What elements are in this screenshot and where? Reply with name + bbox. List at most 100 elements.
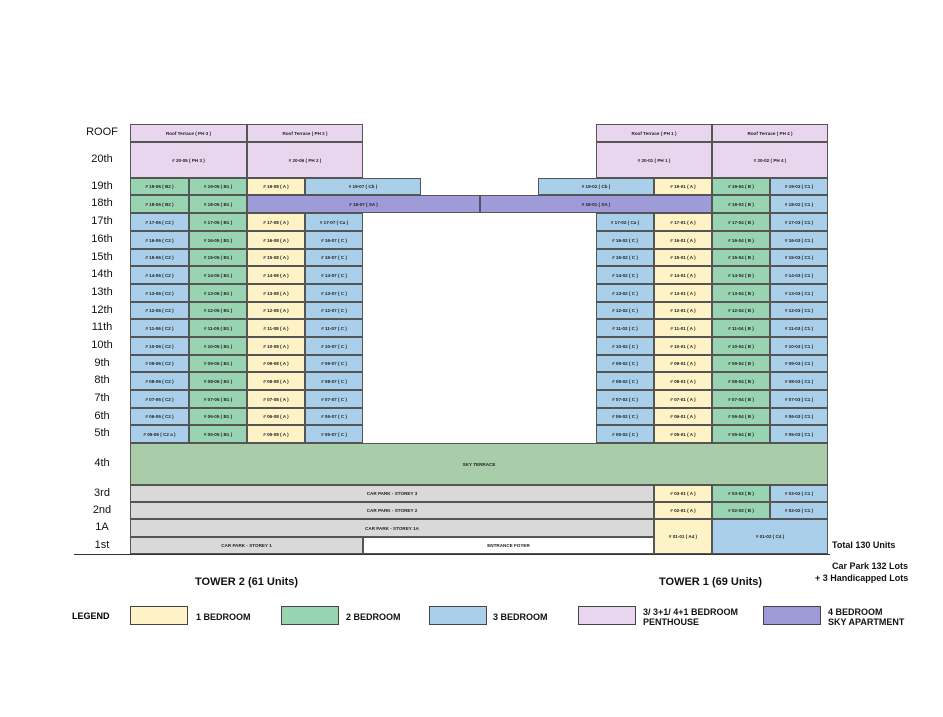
floor-label: 4th xyxy=(94,457,110,469)
unit-cell: # 15-02 ( C ) xyxy=(596,249,654,266)
unit-cell: # 14-02 ( C ) xyxy=(596,266,654,284)
unit-cell: # 08-05 ( B1 ) xyxy=(189,372,247,390)
unit-cell: # 17-05 ( B1 ) xyxy=(189,213,247,231)
legend-swatch xyxy=(578,606,636,625)
sky-apartment-unit: # 18-07 ( SA ) xyxy=(247,195,480,213)
unit-cell: # 15-05 ( B1 ) xyxy=(189,249,247,266)
unit-cell: # 07-06 ( C2 ) xyxy=(130,390,189,408)
penthouse-unit: # 20-01 ( PH 1 ) xyxy=(596,142,712,178)
unit-cell: # 05-01 ( A ) xyxy=(654,425,712,443)
unit-cell: # 08-08 ( A ) xyxy=(247,372,305,390)
floor-label: 1st xyxy=(94,538,110,551)
unit-cell: # 02-01 ( A ) xyxy=(654,502,712,519)
unit-cell: # 16-01 ( A ) xyxy=(654,231,712,249)
unit-cell: # 07-07 ( C ) xyxy=(305,390,363,408)
car-park-storey: CAR PARK - STOREY 2 xyxy=(130,502,654,519)
unit-cell: # 16-06 ( C2 ) xyxy=(130,231,189,249)
unit-cell: # 09-06 ( C2 ) xyxy=(130,355,189,372)
unit-cell: # 07-03 ( C1 ) xyxy=(770,390,828,408)
unit-cell: # 01-01 ( A4 ) xyxy=(654,519,712,554)
floor-label: 7th xyxy=(94,392,110,404)
unit-cell: # 16-04 ( B ) xyxy=(712,231,770,249)
floor-label: ROOF xyxy=(86,126,118,138)
floor-label: 12th xyxy=(91,303,113,316)
unit-cell: # 12-01 ( A ) xyxy=(654,302,712,319)
unit-cell: # 07-08 ( A ) xyxy=(247,390,305,408)
unit-cell: # 10-03 ( C1 ) xyxy=(770,337,828,355)
floor-label: 18th xyxy=(91,197,113,209)
unit-cell: # 11-05 ( B1 ) xyxy=(189,319,247,337)
floor-label: 10th xyxy=(91,339,113,351)
unit-cell: # 17-01 ( A ) xyxy=(654,213,712,231)
floor-label: 3rd xyxy=(94,486,110,499)
unit-cell: # 07-01 ( A ) xyxy=(654,390,712,408)
unit-cell: # 05-07 ( C ) xyxy=(305,425,363,443)
unit-cell: # 07-05 ( B1 ) xyxy=(189,390,247,408)
unit-cell: # 11-06 ( C2 ) xyxy=(130,319,189,337)
car-park-note: Car Park 132 Lots xyxy=(832,561,909,571)
unit-cell: # 12-07 ( C ) xyxy=(305,302,363,319)
legend-swatch xyxy=(281,606,339,625)
penthouse-unit: # 20-06 ( PH 2 ) xyxy=(247,142,363,178)
unit-cell: # 19-03 ( C1 ) xyxy=(770,178,828,195)
unit-cell: # 14-07 ( C ) xyxy=(305,266,363,284)
legend-label: 2 BEDROOM xyxy=(346,612,401,622)
unit-cell: # 06-02 ( C ) xyxy=(596,408,654,425)
unit-cell: # 14-08 ( A ) xyxy=(247,266,305,284)
car-park-storey: CAR PARK - STOREY 3 xyxy=(130,485,654,502)
car-park-storey: CAR PARK - STOREY 1 xyxy=(130,537,363,554)
unit-cell: # 06-03 ( C1 ) xyxy=(770,408,828,425)
legend-swatch xyxy=(130,606,188,625)
floor-label: 11th xyxy=(91,321,113,333)
unit-cell: # 10-05 ( B1 ) xyxy=(189,337,247,355)
legend-label: 3/ 3+1/ 4+1 BEDROOM PENTHOUSE xyxy=(643,607,739,627)
unit-cell: # 06-08 ( A ) xyxy=(247,408,305,425)
roof-terrace-unit: Roof Terrace ( PH 1 ) xyxy=(596,124,712,142)
unit-cell: # 18-03 ( B ) xyxy=(712,195,770,213)
unit-cell: # 07-02 ( C ) xyxy=(596,390,654,408)
ground-line xyxy=(74,554,830,555)
unit-cell: # 12-08 ( A ) xyxy=(247,302,305,319)
unit-cell: # 13-07 ( C ) xyxy=(305,284,363,302)
floor-label: 9th xyxy=(94,356,110,369)
unit-cell: # 17-07 ( Ca ) xyxy=(305,213,363,231)
unit-cell: # 18-05 ( B1 ) xyxy=(189,195,247,213)
unit-cell: # 11-04 ( B ) xyxy=(712,319,770,337)
unit-cell: # 09-08 ( A ) xyxy=(247,355,305,372)
roof-terrace-unit: Roof Terrace ( PH 2 ) xyxy=(247,124,363,142)
unit-cell: # 17-04 ( B ) xyxy=(712,213,770,231)
unit-cell: # 05-04 ( B ) xyxy=(712,425,770,443)
unit-cell: # 08-07 ( C ) xyxy=(305,372,363,390)
legend-label: 3 BEDROOM xyxy=(493,612,548,622)
total-units-note: Total 130 Units xyxy=(832,540,896,550)
unit-cell: # 14-01 ( A ) xyxy=(654,266,712,284)
roof-terrace-unit: Roof Terrace ( PH 3 ) xyxy=(130,124,247,142)
unit-cell: # 19-08 ( A ) xyxy=(247,178,305,195)
unit-cell: # 13-05 ( B1 ) xyxy=(189,284,247,302)
unit-cell: # 14-05 ( B1 ) xyxy=(189,266,247,284)
floor-label: 1A xyxy=(95,521,109,533)
unit-cell: # 13-08 ( A ) xyxy=(247,284,305,302)
unit-cell: # 13-02 ( C ) xyxy=(596,284,654,302)
unit-cell: # 17-06 ( C2 ) xyxy=(130,213,189,231)
unit-cell: # 09-04 ( B ) xyxy=(712,355,770,372)
unit-cell: # 02-03 ( B ) xyxy=(712,502,770,519)
unit-cell: # 13-03 ( C1 ) xyxy=(770,284,828,302)
unit-cell: # 05-02 ( C ) xyxy=(596,425,654,443)
unit-cell: # 12-03 ( C1 ) xyxy=(770,302,828,319)
unit-cell: # 14-04 ( B ) xyxy=(712,266,770,284)
unit-cell: # 12-04 ( B ) xyxy=(712,302,770,319)
unit-cell: # 09-05 ( B1 ) xyxy=(189,355,247,372)
legend-swatch xyxy=(763,606,821,625)
roof-terrace-unit: Roof Terrace ( PH 4 ) xyxy=(712,124,828,142)
unit-cell: # 19-06 ( B2 ) xyxy=(130,178,189,195)
legend-swatch xyxy=(429,606,487,625)
unit-cell: # 15-03 ( C1 ) xyxy=(770,249,828,266)
unit-cell: # 05-06 ( C2 a ) xyxy=(130,425,189,443)
unit-cell: # 15-07 ( C ) xyxy=(305,249,363,266)
sky-apartment-unit: # 18-01 ( SA ) xyxy=(480,195,712,213)
unit-cell: # 19-01 ( A ) xyxy=(654,178,712,195)
unit-cell: # 08-01 ( A ) xyxy=(654,372,712,390)
unit-cell: # 14-03 ( C1 ) xyxy=(770,266,828,284)
